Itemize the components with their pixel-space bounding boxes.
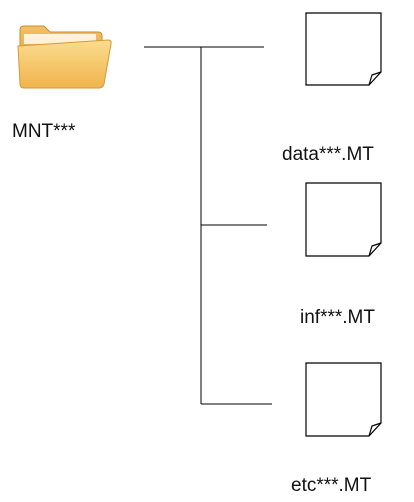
tree-connectors bbox=[144, 46, 272, 405]
file-icon-inf bbox=[305, 182, 382, 257]
file-icon-etc bbox=[305, 362, 382, 437]
folder-icon bbox=[17, 25, 112, 89]
file-label-etc: etc***.MT bbox=[291, 475, 372, 496]
file-icon-data bbox=[305, 12, 382, 86]
file-label-inf: inf***.MT bbox=[300, 307, 375, 328]
folder-label: MNT*** bbox=[12, 121, 76, 142]
file-label-data: data***.MT bbox=[282, 144, 374, 165]
